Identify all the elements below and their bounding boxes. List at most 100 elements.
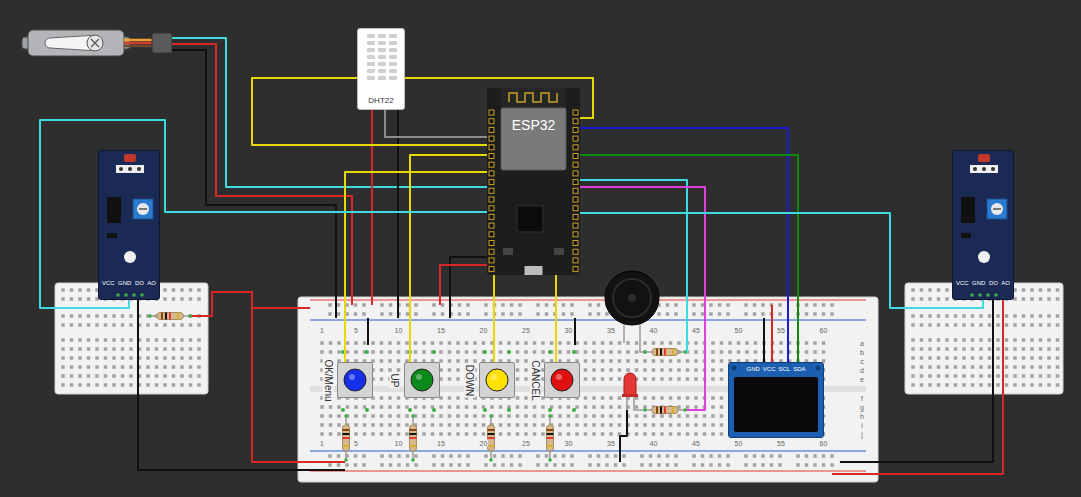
breadboard-hole xyxy=(954,347,958,351)
breadboard-hole xyxy=(937,365,941,369)
breadboard-hole xyxy=(197,338,201,342)
breadboard-hole xyxy=(813,312,817,316)
breadboard-hole xyxy=(533,432,537,436)
breadboard-hole xyxy=(155,347,159,351)
breadboard-hole xyxy=(397,368,401,372)
breadboard-hole xyxy=(1047,288,1051,292)
header-pin xyxy=(573,127,578,132)
column-number: 45 xyxy=(691,327,701,334)
breadboard-hole xyxy=(570,303,574,307)
breadboard-hole xyxy=(588,312,592,316)
breadboard-hole xyxy=(129,356,133,360)
breadboard-hole xyxy=(146,383,150,387)
breadboard-hole xyxy=(737,341,741,345)
pin-dot xyxy=(140,293,144,297)
breadboard-hole xyxy=(1039,297,1043,301)
breadboard-hole xyxy=(567,350,571,354)
jumper-wire xyxy=(574,318,576,345)
breadboard-hole xyxy=(1022,365,1026,369)
breadboard-hole xyxy=(911,323,915,327)
breadboard-hole xyxy=(911,338,915,342)
breadboard-hole xyxy=(458,312,462,316)
breadboard-hole xyxy=(1047,323,1051,327)
breadboard-hole xyxy=(553,454,557,458)
breadboard-hole xyxy=(928,323,932,327)
button-leg xyxy=(548,408,552,412)
button-cap xyxy=(411,369,433,391)
breadboard-hole xyxy=(484,463,488,467)
resistor-band xyxy=(547,429,554,431)
breadboard-hole xyxy=(640,454,644,458)
breadboard-hole xyxy=(61,365,65,369)
breadboard-hole xyxy=(129,383,133,387)
oled-display: GNDVCCSCLSDA xyxy=(728,362,824,438)
column-number: 30 xyxy=(564,440,574,447)
breadboard-hole xyxy=(635,359,639,363)
breadboard-hole xyxy=(954,374,958,378)
jumper-wire xyxy=(172,38,487,187)
breadboard-hole xyxy=(329,432,333,436)
breadboard-hole xyxy=(584,414,588,418)
breadboard-hole xyxy=(911,356,915,360)
column-number: 10 xyxy=(394,440,404,447)
breadboard-hole xyxy=(337,423,341,427)
breadboard-hole xyxy=(104,314,108,318)
sensor-slot xyxy=(367,62,375,66)
indicator-led xyxy=(978,251,990,263)
breadboard-hole xyxy=(592,350,596,354)
breadboard-hole xyxy=(660,414,664,418)
breadboard-hole xyxy=(558,341,562,345)
breadboard-hole xyxy=(954,338,958,342)
breadboard-hole xyxy=(609,405,613,409)
label-holder: i xyxy=(860,422,864,429)
breadboard-hole xyxy=(180,347,184,351)
label-holder: g xyxy=(859,404,865,411)
breadboard-hole xyxy=(626,368,630,372)
breadboard-hole xyxy=(482,423,486,427)
breadboard-hole xyxy=(406,303,410,307)
breadboard-hole xyxy=(709,303,713,307)
sensor-slot xyxy=(367,41,375,45)
breadboard-hole xyxy=(1030,314,1034,318)
breadboard-hole xyxy=(692,454,696,458)
breadboard-hole xyxy=(129,365,133,369)
breadboard-hole xyxy=(501,312,505,316)
breadboard-hole xyxy=(180,288,184,292)
breadboard-hole xyxy=(507,414,511,418)
breadboard-hole xyxy=(720,405,724,409)
breadboard-hole xyxy=(643,350,647,354)
breadboard-hole xyxy=(189,347,193,351)
breadboard-hole xyxy=(112,323,116,327)
breadboard-hole xyxy=(516,396,520,400)
breadboard-hole xyxy=(380,359,384,363)
breadboard-hole xyxy=(524,377,528,381)
led-leg xyxy=(626,396,628,410)
breadboard-hole xyxy=(524,405,528,409)
breadboard-hole xyxy=(1030,323,1034,327)
header-pin xyxy=(573,197,578,202)
breadboard-hole xyxy=(686,396,690,400)
breadboard-hole xyxy=(584,423,588,427)
header-pin xyxy=(573,119,578,124)
breadboard-hole xyxy=(448,414,452,418)
breadboard-hole xyxy=(78,347,82,351)
breadboard-hole xyxy=(609,423,613,427)
breadboard-hole xyxy=(545,454,549,458)
pin-label: GND xyxy=(118,280,131,287)
resistor-symbol xyxy=(488,414,495,462)
resistor-body xyxy=(488,425,495,451)
smd-resistor xyxy=(107,233,117,238)
breadboard-hole xyxy=(432,463,436,467)
header-pin xyxy=(573,241,578,246)
breadboard-hole xyxy=(493,454,497,458)
breadboard-hole xyxy=(1022,347,1026,351)
breadboard-hole xyxy=(431,341,435,345)
breadboard-hole xyxy=(354,312,358,316)
pin-dot xyxy=(148,314,152,318)
breadboard-hole xyxy=(121,338,125,342)
breadboard-hole xyxy=(601,350,605,354)
resistor-band xyxy=(672,407,674,414)
breadboard-hole xyxy=(660,396,664,400)
breadboard-hole xyxy=(406,463,410,467)
header-pin xyxy=(489,206,494,211)
